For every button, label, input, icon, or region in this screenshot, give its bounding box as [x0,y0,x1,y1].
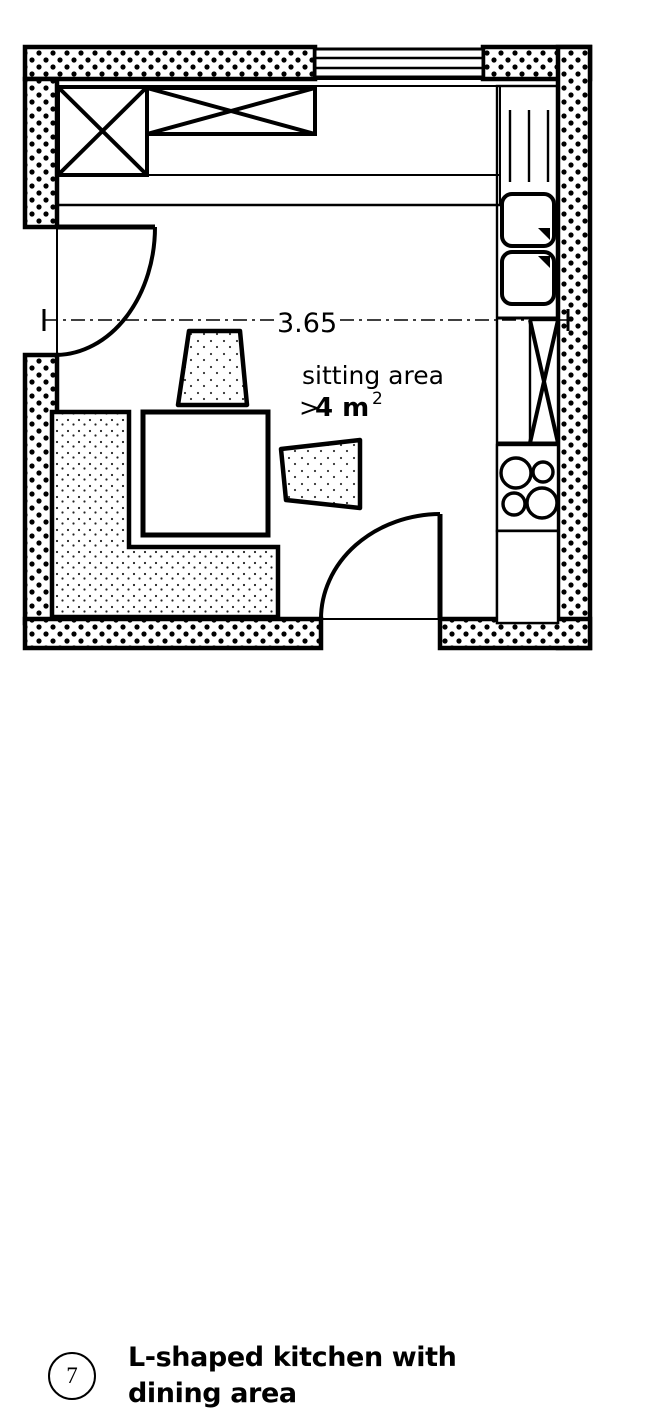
dimension-line-3-65 [42,309,570,331]
wall-top-left [22,44,318,82]
sitting-area-label: sitting area [302,361,444,390]
door-left [56,224,157,357]
wall-bottom-left [22,616,324,651]
svg-text:4 m: 4 m [315,393,369,423]
wall-left-upper [22,76,60,230]
svg-text:2: 2 [372,389,383,409]
drainboard [508,110,550,182]
dining-table [140,409,271,538]
sitting-area-min-area: > 4 m 2 [299,389,383,423]
svg-text:>: > [299,393,320,422]
figure-title: L-shaped kitchen with dining area [128,1340,598,1412]
chair-top [175,328,250,408]
dishwasher [497,318,560,445]
upper-wall-cabinet [145,86,317,136]
wall-right [555,44,593,651]
figure-title-line1: L-shaped kitchen with [128,1342,457,1373]
base-cabinet-right-lower [495,529,560,625]
sink-basin-lower [500,250,556,306]
burner-large-tl [499,456,533,490]
cooktop [495,443,560,533]
bench-seating-l-shaped [49,409,281,620]
figure-caption: 7 L-shaped kitchen with dining area [0,668,663,1409]
chair-right [278,437,363,511]
corner-base-cabinet [56,85,149,177]
burner-small-bl [501,491,527,517]
door-bottom [319,512,443,620]
burner-large-br [525,486,559,520]
burner-small-tr [531,460,555,484]
window-top [313,47,485,79]
dimension-label: 3.65 [277,308,337,339]
walls [22,44,593,651]
floor-plan-figure: 3.65 sitting area > 4 m 2 7 L-shaped kit… [0,44,663,1409]
sink-basin-upper [500,192,556,248]
figure-title-line2: dining area [128,1377,297,1409]
floor-plan-drawing: 3.65 sitting area > 4 m 2 [22,44,593,651]
figure-number-badge: 7 [48,1352,96,1400]
